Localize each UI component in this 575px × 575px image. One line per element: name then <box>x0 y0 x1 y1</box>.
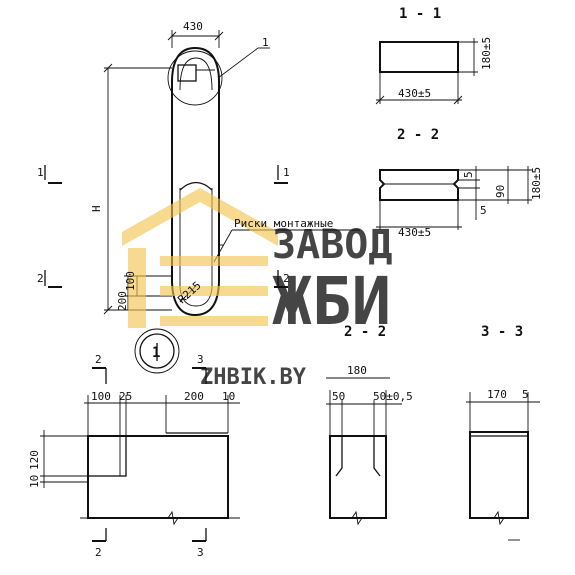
cut-2-right: 2 <box>283 272 290 285</box>
watermark-site: ZHBIK.BY <box>200 365 307 390</box>
callout-number: 1 <box>262 36 269 49</box>
loop-detail-elevation <box>40 395 240 526</box>
dim-120: 120 <box>28 450 41 470</box>
dim-100: 100 <box>124 271 137 291</box>
dim-200: 200 <box>116 291 129 311</box>
node-1-label: 1 <box>152 345 160 361</box>
section-2-2-top-title: 2 - 2 <box>397 127 439 143</box>
dim-100b: 100 <box>91 390 111 403</box>
s11-width: 430±5 <box>398 87 431 100</box>
dim-H: H <box>90 205 103 212</box>
section-2-2-bottom <box>326 377 402 526</box>
s11-height: 180±5 <box>480 37 493 70</box>
cut-2-left: 2 <box>37 272 44 285</box>
dim-10: 10 <box>222 390 235 403</box>
watermark-line2: ЖБИ <box>272 263 391 340</box>
dim-430: 430 <box>183 20 203 33</box>
s22-180: 180±5 <box>530 167 543 200</box>
cut-markers-bottom <box>92 367 207 542</box>
assembly-marks-label: Риски монтажные <box>234 217 333 230</box>
section-3-3-title: 3 - 3 <box>481 324 523 340</box>
cut-1-left: 1 <box>37 166 44 179</box>
s22b-50b: 50±0,5 <box>373 390 413 403</box>
section-3-3 <box>466 392 540 541</box>
s22b-180: 180 <box>347 364 367 377</box>
s22-width: 430±5 <box>398 226 431 239</box>
s22-5b: 5 <box>480 204 487 217</box>
dim-10-vertical: 10 <box>28 475 41 488</box>
section-1-1-title: 1 - 1 <box>399 6 441 22</box>
section-2-2-top <box>376 166 532 230</box>
cut-2-bottom: 2 <box>95 546 102 559</box>
s22-90: 90 <box>494 185 507 198</box>
node-1-detail <box>134 328 180 374</box>
watermark-line1: ЗАВОД <box>272 222 392 268</box>
cut-markers-main <box>44 165 288 288</box>
watermark-logo: ЗАВОД ЖБИ ZHBIK.BY <box>122 188 392 390</box>
cut-1-right: 1 <box>283 166 290 179</box>
s22-5a: 5 <box>462 171 475 178</box>
section-1-1 <box>375 38 478 105</box>
dim-25: 25 <box>119 390 132 403</box>
cut-2-bottom-top: 2 <box>95 353 102 366</box>
cut-3-bottom-top: 3 <box>197 353 204 366</box>
dim-200b: 200 <box>184 390 204 403</box>
section-2-2-bottom-title: 2 - 2 <box>344 324 386 340</box>
cut-3-bottom: 3 <box>197 546 204 559</box>
s33-5: 5 <box>522 388 529 401</box>
s22b-50a: 50 <box>332 390 345 403</box>
s33-170: 170 <box>487 388 507 401</box>
